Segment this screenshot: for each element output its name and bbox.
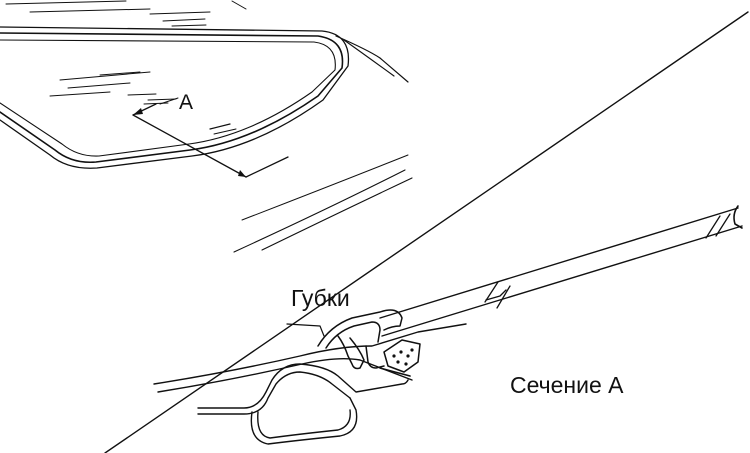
adhesive-block [383,339,421,373]
glass-edge-middle [0,26,350,169]
glass-upper-edge [379,207,739,319]
adhesive-dot [392,354,396,358]
inner-panel-outer [197,363,409,415]
glass-hatch-1 [485,289,507,301]
windshield-glass [0,26,350,169]
glass-hatch-4 [705,215,721,239]
lip-inner [325,321,381,349]
lip-loop [337,335,365,370]
glass-edge-inner [0,39,336,157]
callout-label-a: A [179,91,194,114]
body-lines [104,11,749,453]
cut-arrow-top [133,108,143,115]
outer-panel-upper [153,323,467,385]
adhesive-dot [410,348,414,352]
glass-hatching [5,0,247,105]
glass-hatch-2 [496,285,511,309]
glass-edge-outer [0,32,344,164]
roof-crease-2 [343,39,395,77]
lip-leader [286,323,325,337]
glass-end-cap [733,205,743,229]
cut-line [132,114,247,178]
adhesive-dot [396,360,400,364]
section-cut-line [132,97,289,178]
glass-hatch-5 [715,213,731,237]
adhesive-dot [406,354,410,358]
section-body-panels [153,323,467,445]
lip-channel [365,345,385,369]
section-lips [286,309,403,370]
adhesive-dot [399,350,403,354]
pillar-diagonal [104,11,749,453]
section-glass [379,205,743,337]
lip-outer [317,309,403,347]
adhesive-dot [404,362,408,366]
cowl-line-3 [241,154,409,221]
section-title: Сечение А [510,372,624,398]
roof-crease [335,35,409,83]
lips-label: Губки [291,285,350,311]
cowl-line-1 [233,169,406,253]
cowl-line-2 [261,177,413,251]
glass-strip-2 [213,128,237,135]
inner-panel-box [250,397,358,445]
cut-arrow-bottom [238,170,246,177]
glass-strip [209,123,231,130]
outer-panel-lower [157,357,413,393]
leader-line-a [159,97,179,105]
cut-tick-bottom [245,156,289,178]
glass-lower-edge [381,225,743,337]
glass-hatch-3 [484,281,499,303]
